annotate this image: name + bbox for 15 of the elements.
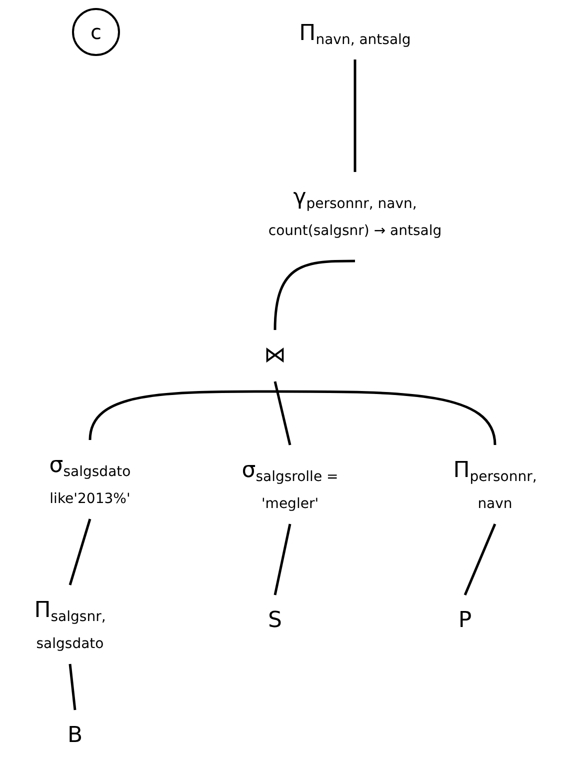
operator-label: P <box>457 607 473 634</box>
operator-label: B <box>66 722 84 750</box>
tree-edge <box>68 518 92 586</box>
tree-edge <box>88 390 275 440</box>
tree-edge <box>274 260 355 330</box>
operator-label: S <box>267 607 283 634</box>
tree-edge <box>354 60 356 172</box>
circled-letter: c <box>72 8 120 56</box>
operator-label: ⋈ <box>263 342 287 370</box>
tree-edge <box>274 381 292 446</box>
tree-edge <box>464 524 496 596</box>
tree-edge <box>274 524 292 596</box>
tree-edge <box>68 664 76 710</box>
operator-label: Π$_{navn, antsalg}$ <box>298 20 412 48</box>
tree-edge <box>275 390 496 446</box>
